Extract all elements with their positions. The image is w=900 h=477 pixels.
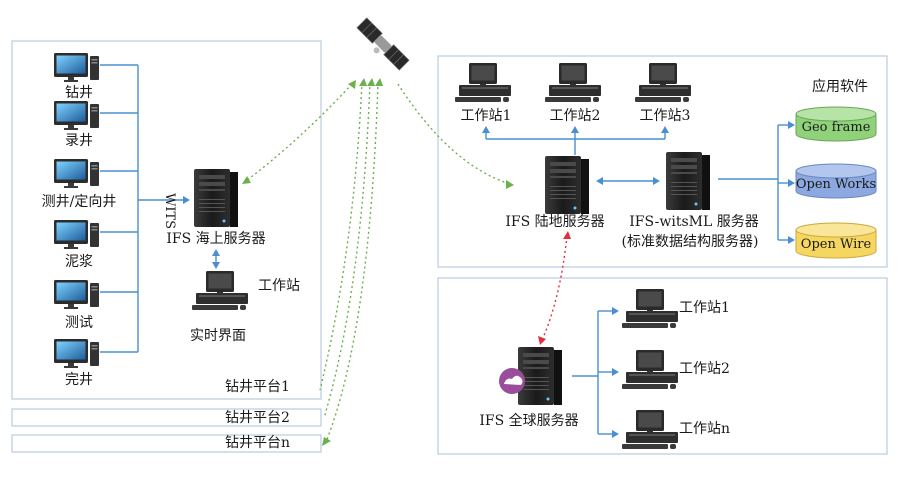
global-server-icon	[518, 347, 562, 405]
land-workstation-3-label: 工作站3	[640, 108, 691, 124]
source-monitor-drilling	[54, 53, 99, 82]
apps-title: 应用软件	[812, 78, 868, 95]
land-workstation-2-icon	[545, 63, 601, 102]
land-server-label: IFS 陆地服务器	[505, 214, 604, 230]
app-label-openworks: Open Works	[796, 177, 876, 192]
global-workstation-n-icon	[622, 410, 678, 449]
land-server-icon	[545, 156, 589, 214]
platform2-label: 钻井平台2	[225, 410, 290, 426]
app-label-geoframe: Geo frame	[802, 120, 871, 135]
land-frame	[437, 55, 888, 268]
global-workstation-bus	[572, 307, 619, 438]
global-server-badge-icon	[499, 368, 525, 394]
realtime-label: 实时界面	[190, 328, 246, 344]
global-workstation-1-icon	[622, 289, 678, 328]
source-label-mud: 泥浆	[65, 254, 93, 270]
witsml-server-sublabel: (标准数据结构服务器)	[622, 234, 759, 250]
source-label-drilling: 钻井	[65, 85, 93, 101]
platformn-frame	[11, 434, 322, 453]
source-monitor-completion	[54, 339, 99, 368]
global-workstation-2-label: 工作站2	[679, 361, 730, 377]
source-label-test: 测试	[65, 315, 93, 331]
app-label-openwire: Open Wire	[801, 237, 872, 252]
land-workstation-1-label: 工作站1	[461, 108, 512, 124]
app-db-openworks	[795, 163, 877, 199]
source-monitor-logging	[54, 101, 99, 130]
platform2-frame	[11, 408, 322, 427]
offshore-workstation-icon	[192, 271, 248, 310]
witsml-server-icon	[666, 152, 710, 210]
land-global-link	[538, 231, 571, 345]
platform1-frame	[11, 40, 322, 400]
wits-label: WITS	[162, 193, 177, 229]
offshore-workstation-link	[212, 249, 220, 269]
land-workstation-1-icon	[455, 63, 511, 102]
global-server-label: IFS 全球服务器	[479, 412, 578, 429]
global-workstation-2-icon	[622, 350, 678, 389]
land-witsml-link	[596, 177, 660, 185]
offshore-workstation-label: 工作站	[258, 278, 300, 294]
global-workstation-1-label: 工作站1	[679, 300, 730, 316]
app-db-geoframe	[795, 106, 877, 142]
global-frame	[437, 277, 888, 455]
offshore-server-icon	[194, 169, 238, 227]
source-label-logging: 录井	[65, 133, 93, 149]
source-label-welllog: 测井/定向井	[42, 194, 117, 210]
satellite-icon	[356, 17, 410, 71]
global-workstation-n-label: 工作站n	[679, 421, 730, 437]
source-monitor-test	[54, 280, 99, 309]
source-monitor-mud	[54, 220, 99, 249]
source-monitor-welllog	[54, 159, 99, 188]
platformn-label: 钻井平台n	[225, 435, 290, 451]
land-workstation-3-icon	[635, 63, 691, 102]
source-bus	[100, 64, 190, 353]
witsml-apps-bus	[718, 121, 795, 244]
app-db-openwire	[795, 222, 877, 259]
witsml-server-label: IFS-witsML 服务器	[629, 214, 758, 230]
satellite-links	[242, 78, 514, 446]
land-workstation-2-label: 工作站2	[550, 108, 601, 124]
offshore-server-label: IFS 海上服务器	[166, 231, 265, 247]
land-workstation-bus	[482, 126, 669, 155]
platform1-label: 钻井平台1	[225, 379, 290, 395]
source-label-completion: 完井	[65, 372, 93, 388]
